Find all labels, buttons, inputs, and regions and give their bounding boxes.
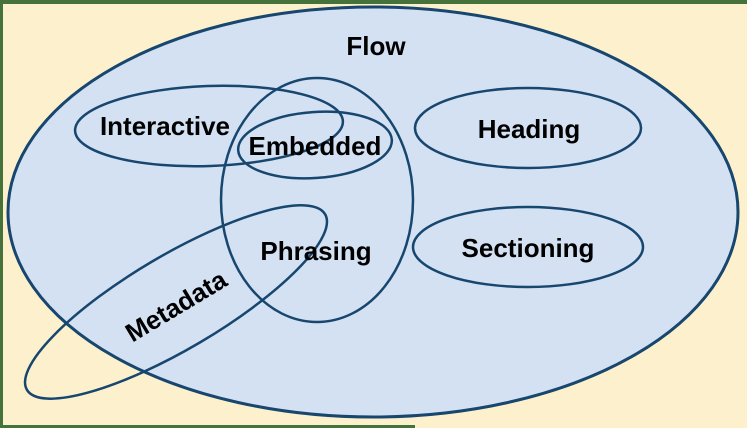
interactive-ellipse (73, 84, 345, 168)
sectioning-label: Sectioning (462, 233, 595, 263)
frame-top-border (0, 0, 747, 4)
heading-ellipse (413, 86, 643, 170)
heading-label: Heading (478, 114, 581, 144)
embedded-ellipse (236, 110, 394, 180)
flow-ellipse (6, 5, 740, 419)
phrasing-ellipse (219, 76, 415, 324)
frame-bottom-border (0, 425, 415, 428)
sectioning-ellipse (411, 205, 645, 289)
flow-label: Flow (346, 31, 406, 61)
interactive-label: Interactive (100, 111, 230, 141)
metadata-ellipse (23, 204, 329, 400)
frame-left-border (0, 0, 3, 428)
phrasing-label: Phrasing (260, 236, 371, 266)
embedded-label: Embedded (249, 131, 382, 161)
